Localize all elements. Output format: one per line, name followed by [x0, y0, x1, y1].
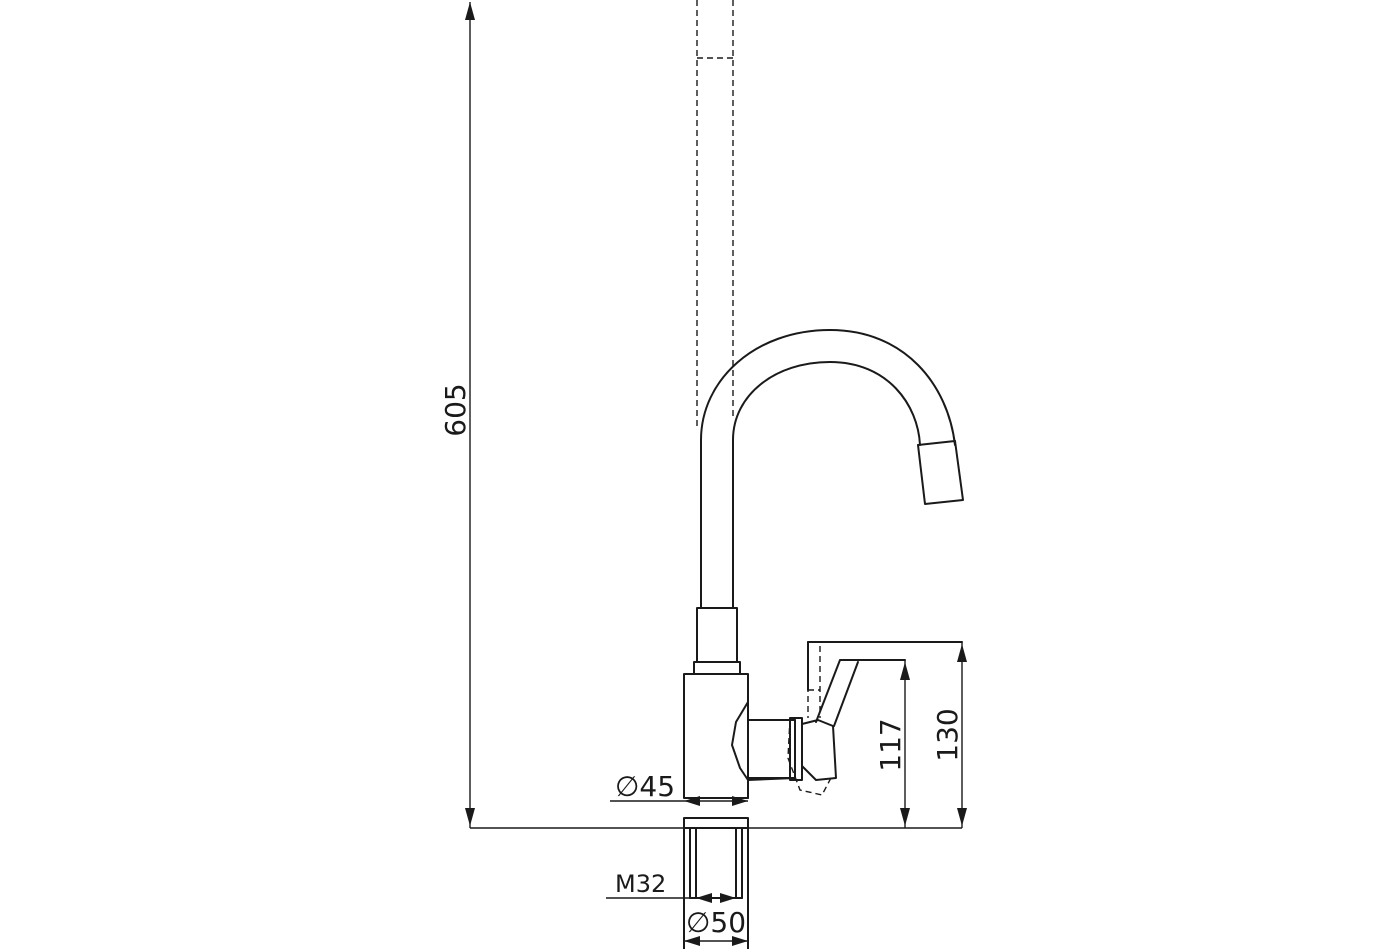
mounting-shank: [683, 817, 749, 949]
lever-handle: [801, 659, 906, 781]
dim-diameter-45-label: ∅45: [615, 770, 675, 803]
faucet-body: [683, 673, 749, 799]
dim-total-height-label: 605: [439, 383, 472, 436]
dim-total-height: 605: [439, 2, 475, 828]
dim-diameter-50: ∅50: [684, 906, 748, 946]
dim-diameter-50-label: ∅50: [686, 906, 746, 939]
dim-130: 130: [931, 642, 967, 828]
dim-diameter-45: ∅45: [610, 770, 748, 806]
dim-117-label: 117: [874, 718, 907, 771]
lever-top-plate: [807, 641, 963, 691]
spout-extended-outline: [696, 0, 734, 430]
dim-thread-m32-label: M32: [615, 870, 666, 898]
dim-130-label: 130: [931, 708, 964, 761]
spout: [700, 329, 964, 609]
dim-117: 117: [874, 660, 910, 828]
dim-thread-m32: M32: [606, 870, 736, 903]
spout-collar: [693, 607, 741, 675]
